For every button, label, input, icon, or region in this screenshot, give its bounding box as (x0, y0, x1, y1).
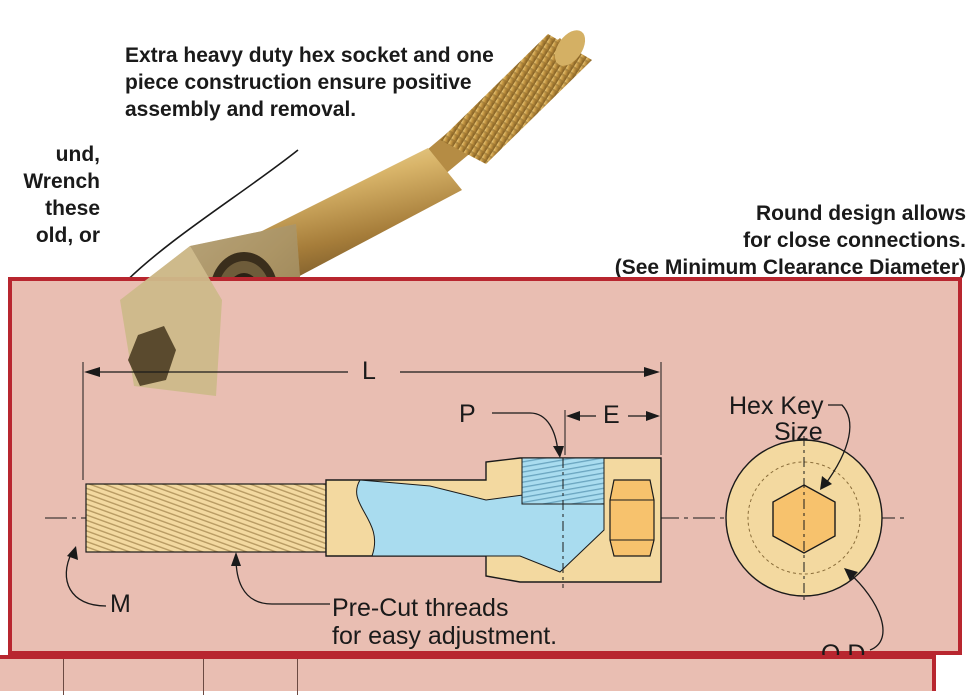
label-p: P (459, 400, 476, 428)
drawing-thread-section (85, 483, 327, 553)
table-header-strip (0, 655, 936, 695)
callout-hex-socket-line-1: Extra heavy duty hex socket and one (125, 44, 494, 67)
dimension-l-arrow-right (644, 367, 660, 377)
callout-hex-socket: Extra heavy duty hex socket and one piec… (125, 42, 494, 123)
label-l: L (362, 357, 376, 385)
leader-m (65, 551, 107, 607)
label-hex-key-2: Size (774, 418, 823, 446)
bolt-thread-photo (396, 30, 592, 200)
callout-round-design: Round design allows for close connection… (615, 200, 966, 281)
label-e: E (603, 401, 620, 429)
callout-left-line-4: old, or (35, 224, 100, 247)
callout-round-design-line-2: for close connections. (743, 229, 966, 252)
table-column-divider (203, 659, 204, 695)
callout-left-line-3: these (45, 197, 100, 220)
dimension-l-arrow-left (84, 367, 100, 377)
label-pre-cut-1: Pre-Cut threads (332, 594, 509, 622)
callout-hex-socket-line-3: assembly and removal. (125, 98, 357, 121)
callout-left-line-2: Wrench (23, 170, 100, 193)
leader-od (847, 571, 884, 651)
drawing-hex-socket (609, 479, 655, 557)
label-m: M (110, 590, 131, 618)
callout-hex-socket-line-2: piece construction ensure positive (125, 71, 472, 94)
label-pre-cut-2: for easy adjustment. (332, 622, 558, 650)
callout-round-design-line-3: (See Minimum Clearance Diameter) (614, 256, 966, 279)
table-column-divider (297, 659, 298, 695)
callout-left-line-1: und, (55, 143, 100, 166)
table-column-divider (63, 659, 64, 695)
leader-pre-cut (235, 557, 330, 605)
leader-p (492, 412, 559, 453)
callout-round-design-line-1: Round design allows (755, 202, 966, 225)
leader-hex-key (823, 404, 851, 487)
label-hex-key-1: Hex Key (729, 392, 824, 420)
callout-left-truncated: und, Wrench these old, or (0, 141, 100, 249)
end-view-hex (772, 484, 836, 554)
